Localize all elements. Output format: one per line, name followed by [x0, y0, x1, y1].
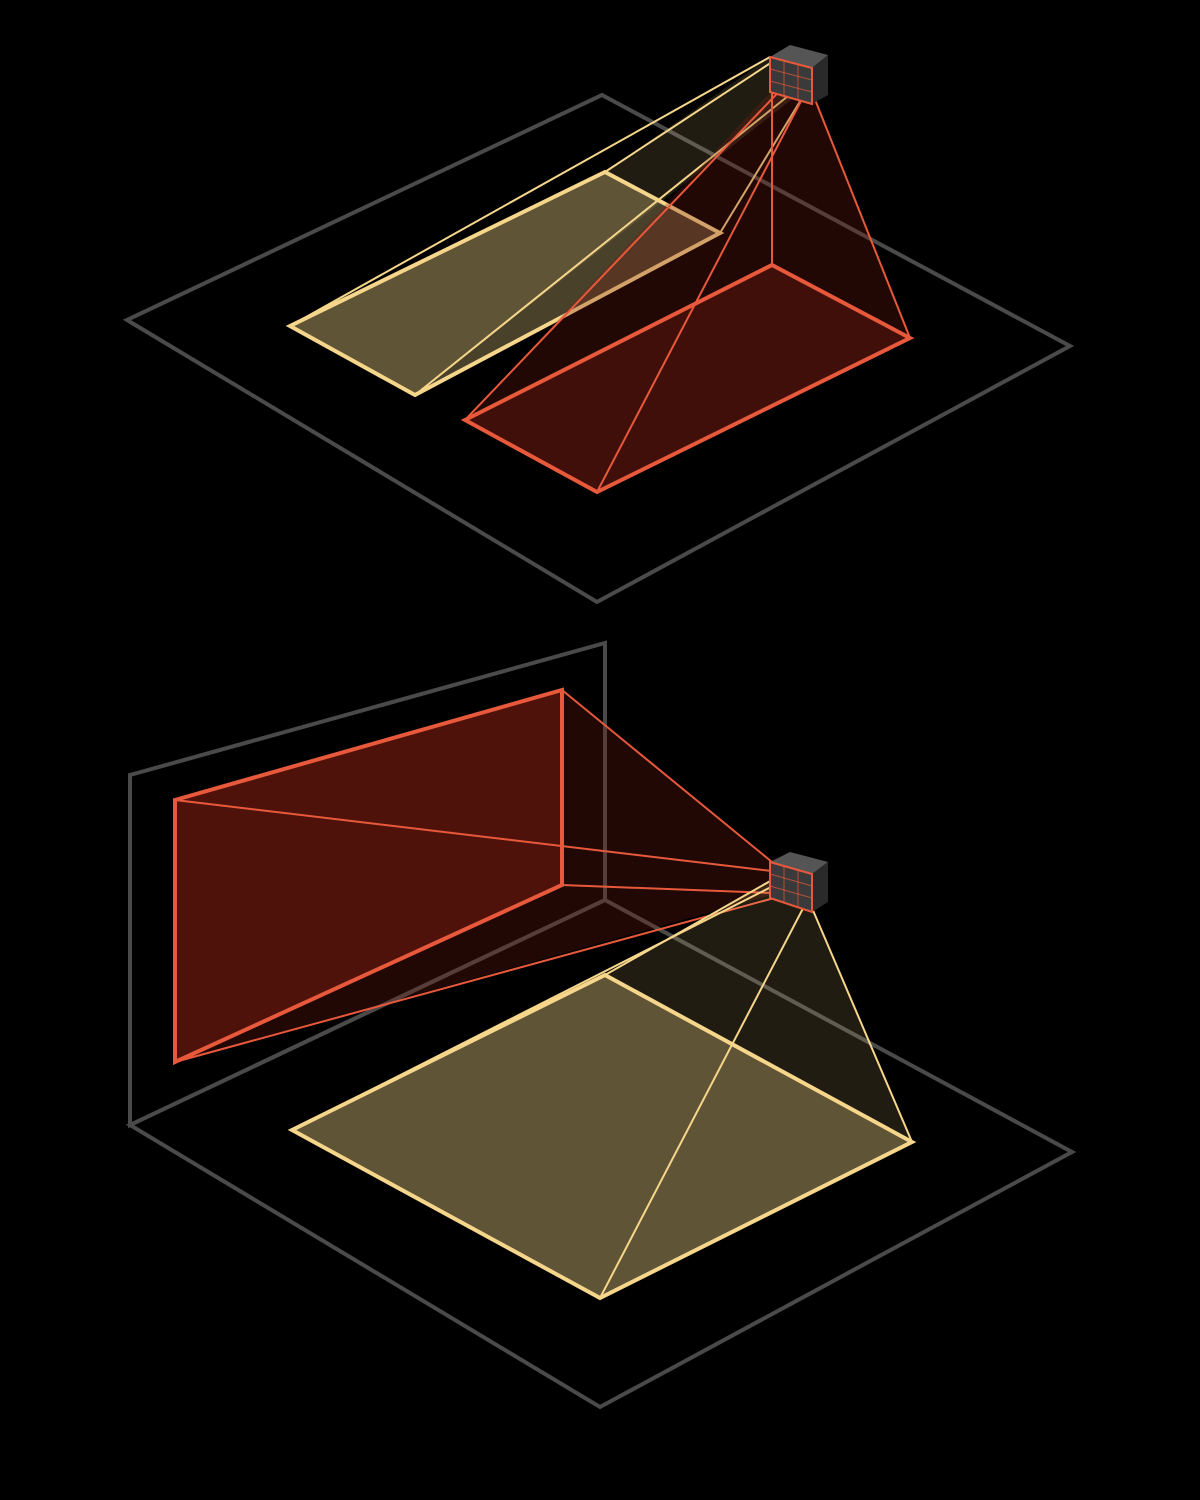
hot-beam-edge [174, 799, 781, 873]
hot-beam-edge [596, 79, 813, 493]
scene-two-beam-floor-projection [122, 45, 1075, 605]
floor-plane [122, 92, 1075, 605]
warm-beam [287, 879, 917, 1301]
warm-beam-volume [292, 880, 912, 1298]
warm-beam-edge [599, 894, 811, 1299]
hot-beam-edge [464, 79, 791, 421]
hot-beam [460, 79, 915, 495]
warm-beam-volume [290, 57, 810, 395]
hot-beam-edge [561, 884, 773, 894]
warm-beam-edge [604, 59, 776, 173]
warm-beam-edge [289, 56, 771, 327]
warm-beam-edge [414, 79, 809, 396]
warm-beam-edge [811, 907, 913, 1143]
warm-beam-edge [604, 879, 773, 976]
warm-beam [285, 56, 811, 398]
hot-beam-edge [174, 894, 786, 1063]
floor-plane [125, 897, 1077, 1410]
projector-device-icon [769, 852, 828, 914]
projector-device-icon [769, 45, 828, 106]
hot-beam [173, 687, 786, 1066]
warm-beam-edge [291, 884, 776, 1131]
hot-beam-edge [561, 689, 773, 863]
warm-beam-edge [719, 84, 811, 234]
hot-beam-edge [811, 91, 911, 339]
scene-floor-and-wall-projection [125, 640, 1077, 1410]
